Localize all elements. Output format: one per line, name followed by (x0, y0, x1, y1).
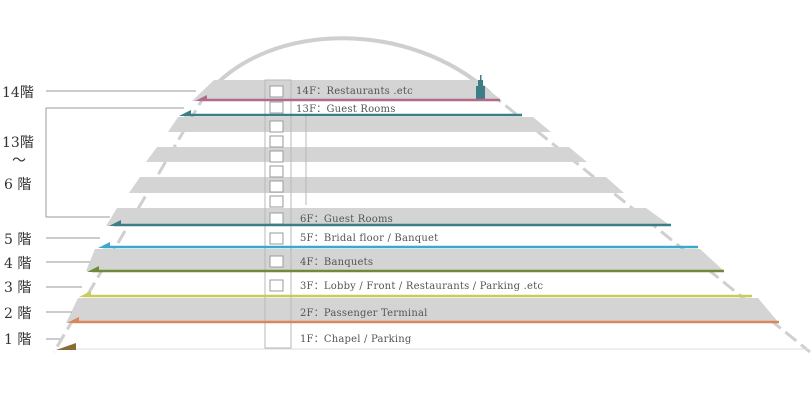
floor-label-14f: 14F：Restaurants .etc (296, 86, 413, 97)
side-label-14: 14階 (2, 85, 34, 101)
tower-icon (476, 75, 485, 100)
floor-label-2f: 2F：Passenger Terminal (300, 308, 428, 319)
building-arc (206, 36, 492, 95)
band-13f (168, 117, 551, 132)
floor-line-5f (98, 242, 698, 249)
elevator-shaft (264, 79, 292, 349)
floor-line-2f (67, 317, 779, 324)
floor-line-13f (179, 110, 522, 117)
floor-line-14f (195, 95, 500, 102)
floor-line-3f (79, 291, 752, 298)
side-label-4: 4 階 (4, 256, 31, 272)
floor-label-6f: 6F：Guest Rooms (300, 214, 393, 225)
side-label-5: 5 階 (4, 232, 31, 248)
floor-label-3f: 3F：Lobby / Front / Restaurants / Parking… (300, 281, 543, 292)
side-label-13: 13階 (2, 135, 34, 151)
side-label-3: 3 階 (4, 280, 31, 296)
side-label-6: 6 階 (4, 177, 31, 193)
side-label-tilde: ～ (12, 153, 26, 169)
floor-label-5f: 5F：Bridal floor / Banquet (300, 233, 438, 244)
band-6f (106, 208, 671, 226)
band-14f (192, 80, 499, 101)
band-12f (146, 147, 587, 162)
band-2f (66, 298, 779, 323)
side-label-1: 1 階 (4, 332, 31, 348)
floor-label-13f: 13F：Guest Rooms (296, 104, 396, 115)
leader-lines (45, 90, 196, 340)
side-label-2: 2 階 (4, 306, 31, 322)
band-11f (129, 177, 624, 193)
floor-label-4f: 4F：Banquets (300, 257, 373, 268)
floor-line-4f (87, 266, 724, 273)
floor-line-1f (56, 343, 808, 350)
elevator-cars (269, 85, 284, 292)
floor-label-1f: 1F：Chapel / Parking (300, 334, 412, 345)
band-4f (86, 249, 724, 271)
floor-line-6f (109, 220, 671, 227)
